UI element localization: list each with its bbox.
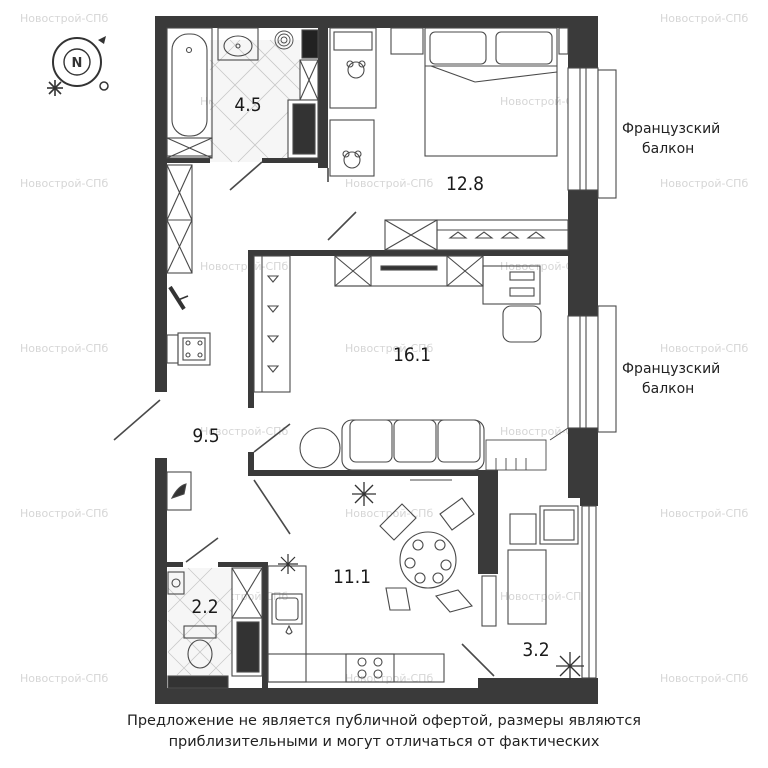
dining-table — [379, 479, 475, 613]
double-bed — [390, 27, 569, 157]
watermark: Новострой-СПб — [20, 672, 108, 685]
watermark: Новострой-СПб — [345, 507, 433, 520]
desk — [482, 265, 542, 343]
watermark: Новострой-СПб — [660, 342, 748, 355]
watermark: Новострой-СПб — [345, 177, 433, 190]
toilet-tiles — [167, 567, 233, 676]
bathtub — [166, 27, 213, 159]
room-area-living: 16.1 — [393, 344, 431, 366]
changing-table — [329, 119, 375, 177]
watermark: Новострой-СПб — [500, 590, 588, 603]
room-area-toilet: 2.2 — [191, 596, 218, 618]
doors — [113, 161, 495, 677]
room-area-hallway: 9.5 — [192, 425, 219, 447]
sofa — [299, 419, 485, 471]
compass-label: N — [72, 56, 83, 71]
watermark: Новострой-СПб — [20, 507, 108, 520]
watermark: Новострой-СПб — [660, 12, 748, 25]
watermark: Новострой-СПб — [345, 342, 433, 355]
loggia-plant-icon — [556, 652, 584, 680]
washbasin — [217, 27, 259, 61]
watermark: Новострой-СПб — [200, 260, 288, 273]
watermark: Новострой-СПб — [660, 177, 748, 190]
bookshelf — [253, 255, 291, 393]
room-area-bathroom: 4.5 — [234, 94, 261, 116]
crib — [329, 27, 377, 109]
compass-icon: N — [47, 36, 109, 96]
watermark: Новострой-СПб — [20, 177, 108, 190]
watermark: Новострой-СПб — [660, 507, 748, 520]
windows — [567, 67, 617, 679]
watermark-layer: Новострой-СПб Новострой-СПб Новострой-СП… — [20, 12, 748, 685]
plant-icon — [352, 482, 376, 506]
room-area-kitchen: 11.1 — [333, 566, 371, 588]
disclaimer-line2: приблизительными и могут отличаться от ф… — [168, 734, 600, 750]
bathroom-cabinets — [287, 29, 319, 159]
toilet-fixtures — [167, 567, 263, 689]
snowflake-fridge-icon — [278, 554, 298, 574]
balcony-label-bottom-line1: Французский — [622, 361, 720, 377]
towel-dryer-icon — [274, 30, 294, 50]
balcony-label-bottom-line2: балкон — [642, 381, 694, 397]
watermark: Новострой-СПб — [20, 342, 108, 355]
loggia-furniture — [481, 505, 579, 627]
tv-stand — [334, 255, 484, 287]
shoe-rack — [166, 471, 192, 511]
watermark: Новострой-СПб — [20, 12, 108, 25]
disclaimer-line1: Предложение не является публичной оферто… — [126, 713, 642, 729]
wardrobe — [384, 219, 569, 251]
watermark: Новострой-СПб — [500, 95, 588, 108]
hallway-wardrobe — [166, 164, 193, 274]
watermark: Новострой-СПб — [200, 425, 288, 438]
watermark: Новострой-СПб — [660, 672, 748, 685]
brush-icon — [168, 285, 189, 311]
radiator-plant — [485, 427, 569, 471]
watermark: Новострой-СПб — [500, 260, 588, 273]
balcony-label-top-line2: балкон — [642, 141, 694, 157]
balcony-label-top-line1: Французский — [622, 121, 720, 137]
walls — [155, 16, 598, 704]
electric-panel — [166, 332, 211, 366]
room-area-loggia: 3.2 — [522, 639, 549, 661]
kitchen-counter — [267, 565, 445, 683]
watermark: Новострой-СПб — [500, 425, 588, 438]
room-area-bedroom: 12.8 — [446, 173, 484, 195]
